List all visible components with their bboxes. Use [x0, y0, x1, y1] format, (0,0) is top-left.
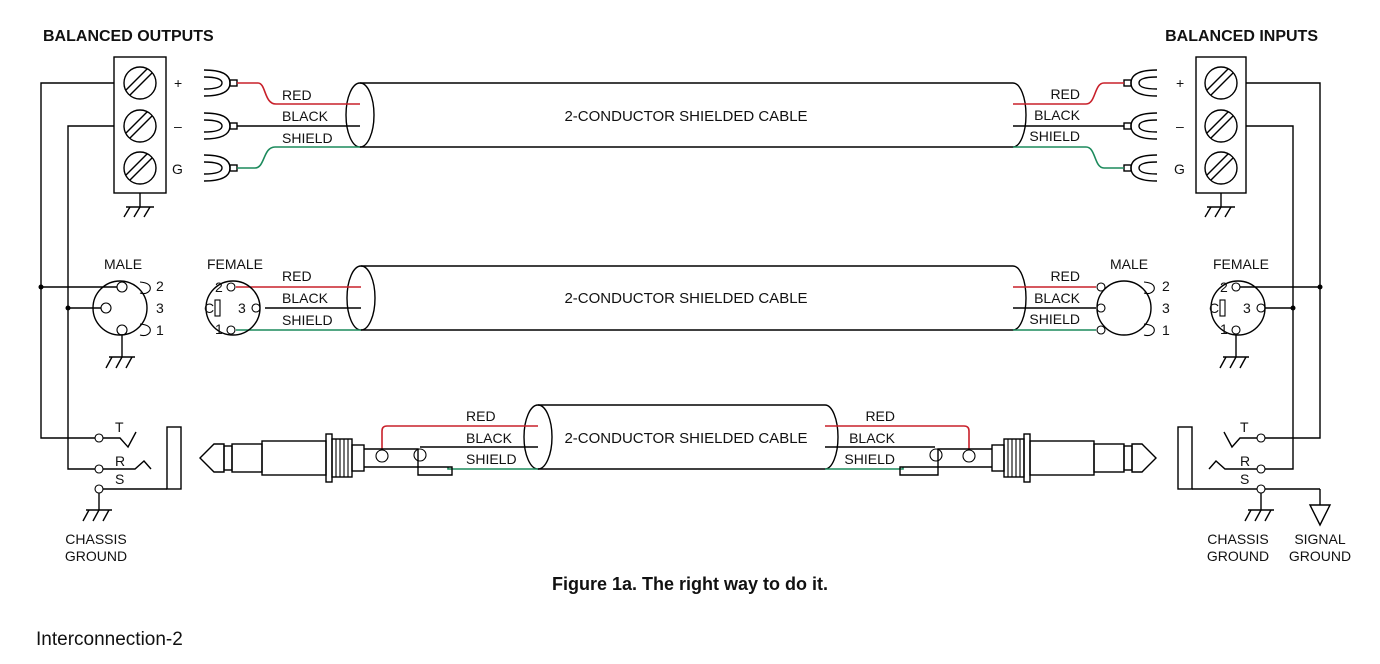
wire-label-red: RED — [865, 408, 895, 424]
trs-ring-label: R — [115, 453, 125, 469]
trs-sleeve-label: S — [1240, 471, 1249, 487]
chassis-ground-icon — [1204, 193, 1235, 218]
header-balanced-outputs: BALANCED OUTPUTS — [43, 28, 214, 45]
spade-lug-icon — [1123, 112, 1158, 140]
wire-label-red: RED — [1050, 268, 1080, 284]
shielded-cable-3: RED BLACK SHIELD 2-CONDUCTOR SHIELDED CA… — [381, 404, 970, 470]
xlr-male-connector-right: MALE 2 3 1 — [1096, 256, 1170, 338]
xlr-female-connector-right: FEMALE 2 3 1 C — [1209, 256, 1269, 369]
xlr-pin1-label: 1 — [156, 322, 164, 338]
terminal-ground-label: G — [172, 161, 183, 177]
right-wiring-bus — [1240, 82, 1323, 470]
xlr-female-label: FEMALE — [207, 256, 263, 272]
trs-plug-right-icon — [899, 433, 1157, 483]
cable-label: 2-CONDUCTOR SHIELDED CABLE — [564, 430, 807, 447]
xlr-pin3-label: 3 — [1162, 300, 1170, 316]
spade-lug-icon — [203, 69, 238, 97]
chassis-ground-label: GROUND — [1207, 548, 1269, 564]
screw-terminal-icon — [123, 151, 157, 185]
screw-terminal-icon — [123, 109, 157, 143]
wire-label-shield: SHIELD — [282, 312, 333, 328]
terminal-plus-label: + — [174, 75, 182, 91]
header-balanced-inputs: BALANCED INPUTS — [1165, 28, 1318, 45]
xlr-male-label: MALE — [1110, 256, 1148, 272]
chassis-ground-label: GROUND — [65, 548, 127, 564]
left-wiring-bus — [38, 82, 117, 470]
left-terminal-block: + – G — [113, 56, 183, 218]
trs-tip-label: T — [115, 419, 124, 435]
xlr-pin1-label: 1 — [1220, 321, 1228, 337]
screw-terminal-icon — [1204, 109, 1238, 143]
terminal-plus-label: + — [1176, 75, 1184, 91]
trs-tip-label: T — [1240, 419, 1249, 435]
xlr-pin3-label: 3 — [238, 300, 246, 316]
xlr-female-label: FEMALE — [1213, 256, 1269, 272]
wire-label-shield: SHIELD — [466, 451, 517, 467]
trs-plug-left-icon — [199, 433, 453, 483]
trs-sleeve-label: S — [115, 471, 124, 487]
screw-terminal-icon — [1204, 151, 1238, 185]
xlr-pin3-label: 3 — [1243, 300, 1251, 316]
wire-label-red: RED — [282, 87, 312, 103]
screw-terminal-icon — [123, 66, 157, 100]
wire-label-black: BLACK — [282, 290, 329, 306]
footer-label: Interconnection-2 — [36, 629, 183, 650]
wire-label-black: BLACK — [1034, 290, 1081, 306]
cable-label: 2-CONDUCTOR SHIELDED CABLE — [564, 290, 807, 307]
wire-label-red: RED — [282, 268, 312, 284]
signal-ground-icon — [1308, 504, 1332, 527]
shielded-cable-1: RED BLACK SHIELD 2-CONDUCTOR SHIELDED CA… — [237, 82, 1124, 169]
xlr-male-label: MALE — [104, 256, 142, 272]
terminal-minus-label: – — [1176, 118, 1184, 134]
spade-lug-icon — [1123, 69, 1158, 97]
chassis-ground-label: CHASSIS — [1207, 531, 1268, 547]
xlr-pin3-label: 3 — [156, 300, 164, 316]
wire-label-black: BLACK — [466, 430, 513, 446]
wire-label-red: RED — [1050, 86, 1080, 102]
signal-ground-label: SIGNAL — [1294, 531, 1346, 547]
terminal-ground-label: G — [1174, 161, 1185, 177]
wire-label-black: BLACK — [849, 430, 896, 446]
shielded-cable-2: RED BLACK SHIELD 2-CONDUCTOR SHIELDED CA… — [236, 265, 1096, 331]
xlr-pin2-label: 2 — [1162, 278, 1170, 294]
trs-ring-label: R — [1240, 453, 1250, 469]
signal-ground-label: GROUND — [1289, 548, 1351, 564]
xlr-male-connector-left: MALE 2 3 1 — [92, 256, 164, 369]
screw-terminal-icon — [1204, 66, 1238, 100]
wire-label-shield: SHIELD — [1029, 311, 1080, 327]
xlr-pin2-label: 2 — [156, 278, 164, 294]
wire-label-black: BLACK — [1034, 107, 1081, 123]
xlr-pin2-label: 2 — [215, 279, 223, 295]
xlr-pin1-label: 1 — [1162, 322, 1170, 338]
xlr-case-label: C — [1209, 300, 1219, 316]
spade-lug-icon — [1123, 154, 1158, 182]
trs-jack-left: T R S CHASSIS GROUND — [65, 419, 182, 564]
trs-jack-right: T R S CHASSIS GROUND SIGNAL GROUND — [1177, 419, 1351, 564]
xlr-case-label: C — [204, 300, 214, 316]
wire-label-black: BLACK — [282, 108, 329, 124]
right-terminal-block: + – G — [1174, 56, 1247, 218]
spade-lug-icon — [203, 154, 238, 182]
xlr-female-connector-left: FEMALE 2 3 1 C — [204, 256, 263, 337]
terminal-minus-label: – — [174, 118, 182, 134]
wire-label-red: RED — [466, 408, 496, 424]
chassis-ground-icon — [123, 193, 154, 218]
chassis-ground-label: CHASSIS — [65, 531, 126, 547]
wire-label-shield: SHIELD — [844, 451, 895, 467]
figure-caption: Figure 1a. The right way to do it. — [552, 574, 828, 594]
spade-lug-icon — [203, 112, 238, 140]
wire-label-shield: SHIELD — [1029, 128, 1080, 144]
cable-label: 2-CONDUCTOR SHIELDED CABLE — [564, 108, 807, 125]
wire-label-shield: SHIELD — [282, 130, 333, 146]
xlr-pin2-label: 2 — [1220, 279, 1228, 295]
xlr-pin1-label: 1 — [215, 321, 223, 337]
